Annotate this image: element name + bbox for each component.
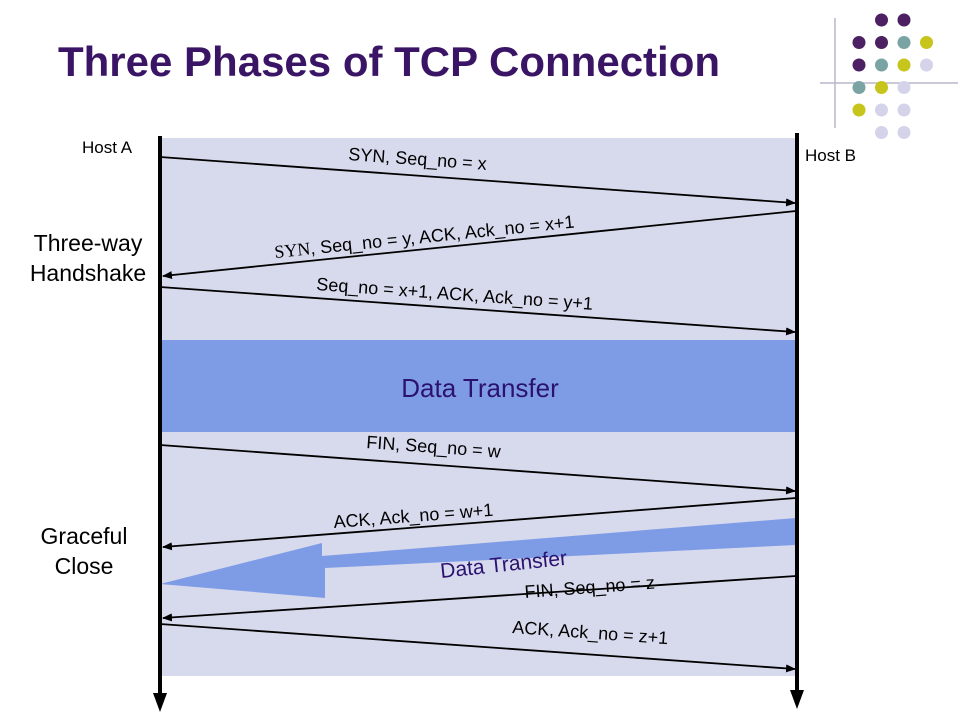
synack-label-prefix: SYN <box>273 238 311 262</box>
decorative-dot <box>875 13 888 27</box>
host-b-timeline-arrowhead <box>790 690 804 709</box>
data-transfer-label: Data Transfer <box>401 373 559 403</box>
handshake-phase-label-line1: Three-way <box>33 230 143 256</box>
decorative-dot <box>897 13 911 27</box>
data-transfer-band <box>161 340 796 432</box>
decorative-dot <box>852 103 866 117</box>
host-a-timeline-arrowhead <box>153 693 167 712</box>
decorative-dot <box>852 58 866 72</box>
decorative-dot <box>897 126 911 139</box>
ack-w-arrow <box>162 497 797 551</box>
close-phase-label-line2: Close <box>54 553 114 579</box>
decorative-dot <box>897 58 911 72</box>
handshake-phase-label: Three-way Handshake <box>8 228 168 288</box>
slide-title: Three Phases of TCP Connection <box>58 38 721 85</box>
decorative-dot <box>920 58 933 72</box>
synack-arrow <box>162 210 797 280</box>
close-data-transfer-arrow <box>160 518 796 598</box>
decorative-dot <box>897 81 911 94</box>
decorative-dot <box>852 36 866 49</box>
ack-arrow <box>159 286 796 336</box>
decorative-dot <box>875 58 888 72</box>
decorative-dot <box>875 103 888 117</box>
decorative-dot <box>920 36 933 49</box>
decorative-dot-grid <box>820 13 958 139</box>
syn-arrow <box>159 156 796 207</box>
decorative-dot <box>875 81 888 94</box>
decorative-dot <box>875 126 888 139</box>
fin-b-arrow <box>162 575 797 622</box>
close-phase-label-line1: Graceful <box>40 523 128 549</box>
close-phase-label: Graceful Close <box>4 521 164 581</box>
host-a-label: Host A <box>82 138 133 157</box>
decorative-dot <box>875 36 888 49</box>
decorative-dot <box>897 36 911 49</box>
handshake-phase-label-line2: Handshake <box>29 260 147 286</box>
fin-a-arrow <box>159 444 796 495</box>
decorative-dot <box>897 103 911 117</box>
decorative-dot <box>852 81 866 94</box>
ack-z-arrow <box>159 623 796 673</box>
host-b-label: Host B <box>805 146 857 165</box>
